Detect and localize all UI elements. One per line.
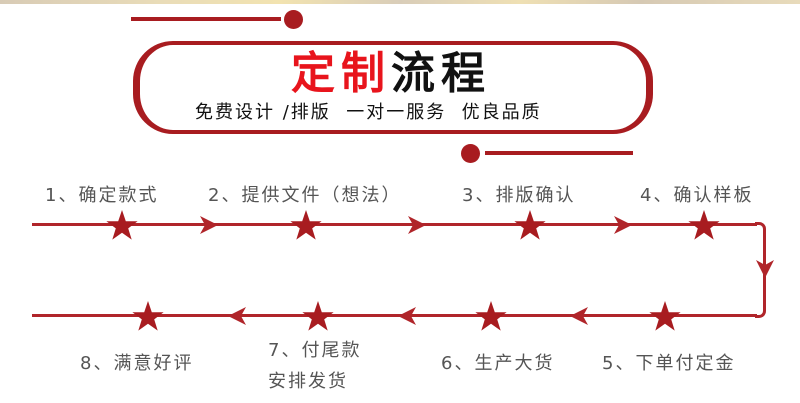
arrow-left-icon	[228, 307, 246, 325]
step-5-label: 5、下单付定金	[602, 353, 736, 374]
arrow-right-icon	[614, 216, 632, 234]
flow-corner-top-right	[755, 222, 766, 233]
step-7-label: 7、付尾款 安排发货	[268, 335, 361, 397]
bottom-decorative-line	[485, 151, 633, 155]
step-7-label-line-2: 安排发货	[268, 371, 348, 392]
page-subtitle: 免费设计 /排版 一对一服务 优良品质	[195, 102, 542, 123]
step-3-label: 3、排版确认	[462, 185, 576, 206]
page-title: 定制流程	[0, 48, 782, 100]
step-2-star-icon	[290, 210, 322, 240]
arrow-left-icon	[398, 307, 416, 325]
top-decorative-strip	[0, 0, 800, 4]
header-frame	[133, 41, 653, 134]
arrow-right-icon	[408, 216, 426, 234]
step-2-label: 2、提供文件（想法）	[208, 185, 402, 206]
step-6-star-icon	[475, 301, 507, 331]
step-6-label: 6、生产大货	[441, 353, 555, 374]
top-flow-line	[32, 223, 757, 226]
arrow-right-icon	[200, 216, 218, 234]
step-8-star-icon	[132, 301, 164, 331]
arrow-down-icon	[756, 260, 774, 278]
step-1-star-icon	[106, 210, 138, 240]
arrow-left-icon	[570, 307, 588, 325]
bottom-decorative-dot	[461, 144, 480, 163]
step-3-star-icon	[514, 210, 546, 240]
top-decorative-line	[131, 17, 281, 21]
top-decorative-dot	[284, 10, 303, 29]
step-4-label: 4、确认样板	[640, 185, 754, 206]
flow-corner-bottom-right	[755, 307, 766, 318]
step-4-star-icon	[688, 210, 720, 240]
step-1-label: 1、确定款式	[45, 185, 159, 206]
step-7-label-line-1: 7、付尾款	[268, 340, 362, 361]
step-8-label: 8、满意好评	[80, 353, 194, 374]
title-black-part: 流程	[391, 48, 491, 99]
step-7-star-icon	[302, 301, 334, 331]
step-5-star-icon	[649, 301, 681, 331]
title-red-part: 定制	[291, 48, 391, 99]
bottom-flow-line	[32, 314, 757, 317]
